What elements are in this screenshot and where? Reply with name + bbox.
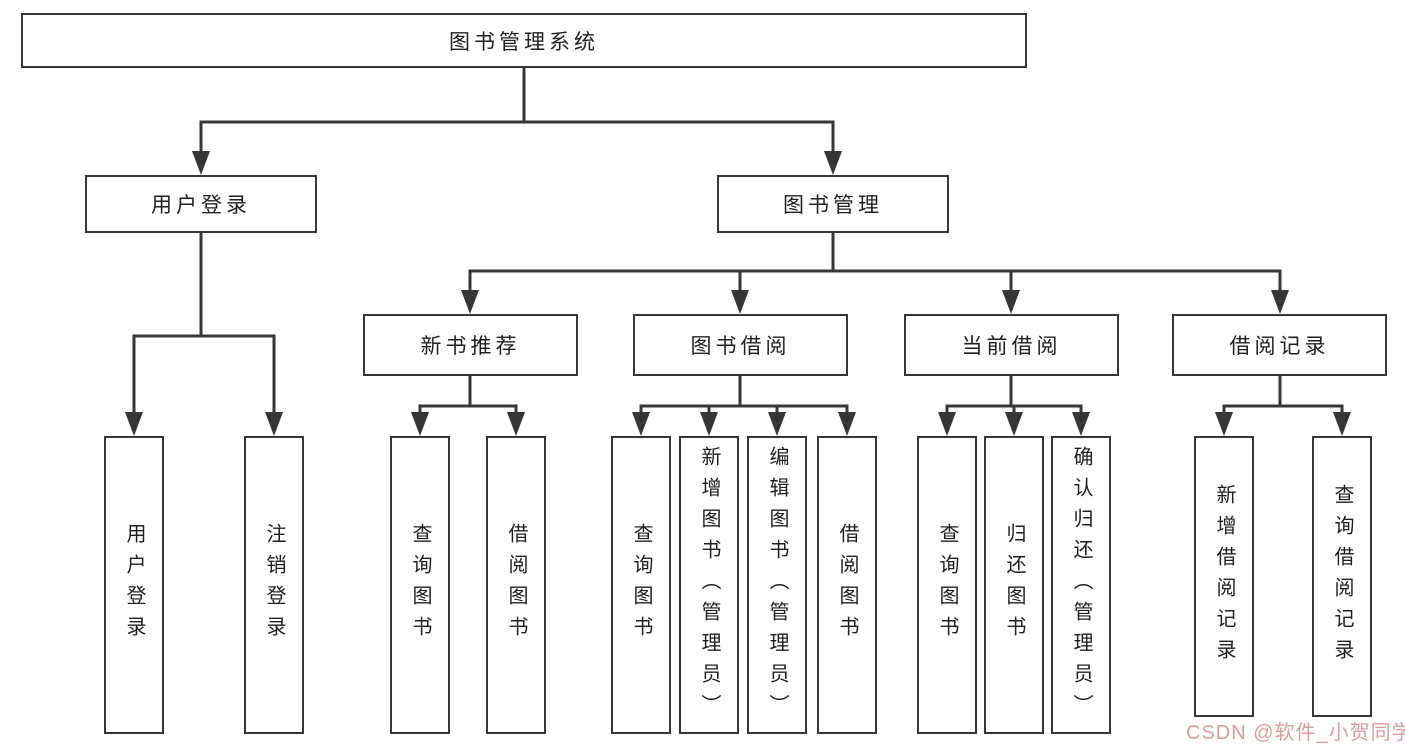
node-new-book-recommend: 新书推荐 xyxy=(363,314,578,376)
leaf-label: 查询图书 xyxy=(936,523,958,647)
leaf-add-books-admin: 新增图书（管理员） xyxy=(679,436,739,734)
leaf-logout: 注销登录 xyxy=(244,436,304,734)
leaf-borrow-books: 借阅图书 xyxy=(817,436,877,734)
leaf-confirm-return-admin: 确认归还（管理员） xyxy=(1051,436,1111,734)
leaf-query-borrow-record: 查询借阅记录 xyxy=(1312,436,1372,717)
leaf-label: 查询图书 xyxy=(409,523,431,647)
leaf-query-books-current: 查询图书 xyxy=(917,436,977,734)
leaf-label: 归还图书 xyxy=(1003,523,1025,647)
node-book-management: 图书管理 xyxy=(717,175,949,233)
leaf-edit-books-admin: 编辑图书（管理员） xyxy=(747,436,807,734)
leaf-label: 借阅图书 xyxy=(505,523,527,647)
leaf-query-books-recommend: 查询图书 xyxy=(390,436,450,734)
leaf-label: 编辑图书（管理员） xyxy=(766,445,788,725)
leaf-query-books-borrow: 查询图书 xyxy=(611,436,671,734)
leaf-label: 查询图书 xyxy=(630,523,652,647)
node-book-borrowing: 图书借阅 xyxy=(633,314,848,376)
leaf-add-borrow-record: 新增借阅记录 xyxy=(1194,436,1254,717)
leaf-label: 新增借阅记录 xyxy=(1213,483,1235,670)
leaf-label: 用户登录 xyxy=(123,523,145,647)
leaf-label: 借阅图书 xyxy=(836,523,858,647)
leaf-label: 确认归还（管理员） xyxy=(1070,445,1092,725)
leaf-label: 查询借阅记录 xyxy=(1331,483,1353,670)
leaf-borrow-books-recommend: 借阅图书 xyxy=(486,436,546,734)
leaf-label: 新增图书（管理员） xyxy=(698,445,720,725)
node-current-borrowing: 当前借阅 xyxy=(904,314,1119,376)
csdn-watermark: CSDN @软件_小贺同学 xyxy=(1186,722,1405,744)
node-user-login: 用户登录 xyxy=(85,175,317,233)
leaf-user-login: 用户登录 xyxy=(104,436,164,734)
node-borrowing-records: 借阅记录 xyxy=(1172,314,1387,376)
node-root: 图书管理系统 xyxy=(21,13,1027,68)
leaf-label: 注销登录 xyxy=(263,523,285,647)
leaf-return-books: 归还图书 xyxy=(984,436,1044,734)
